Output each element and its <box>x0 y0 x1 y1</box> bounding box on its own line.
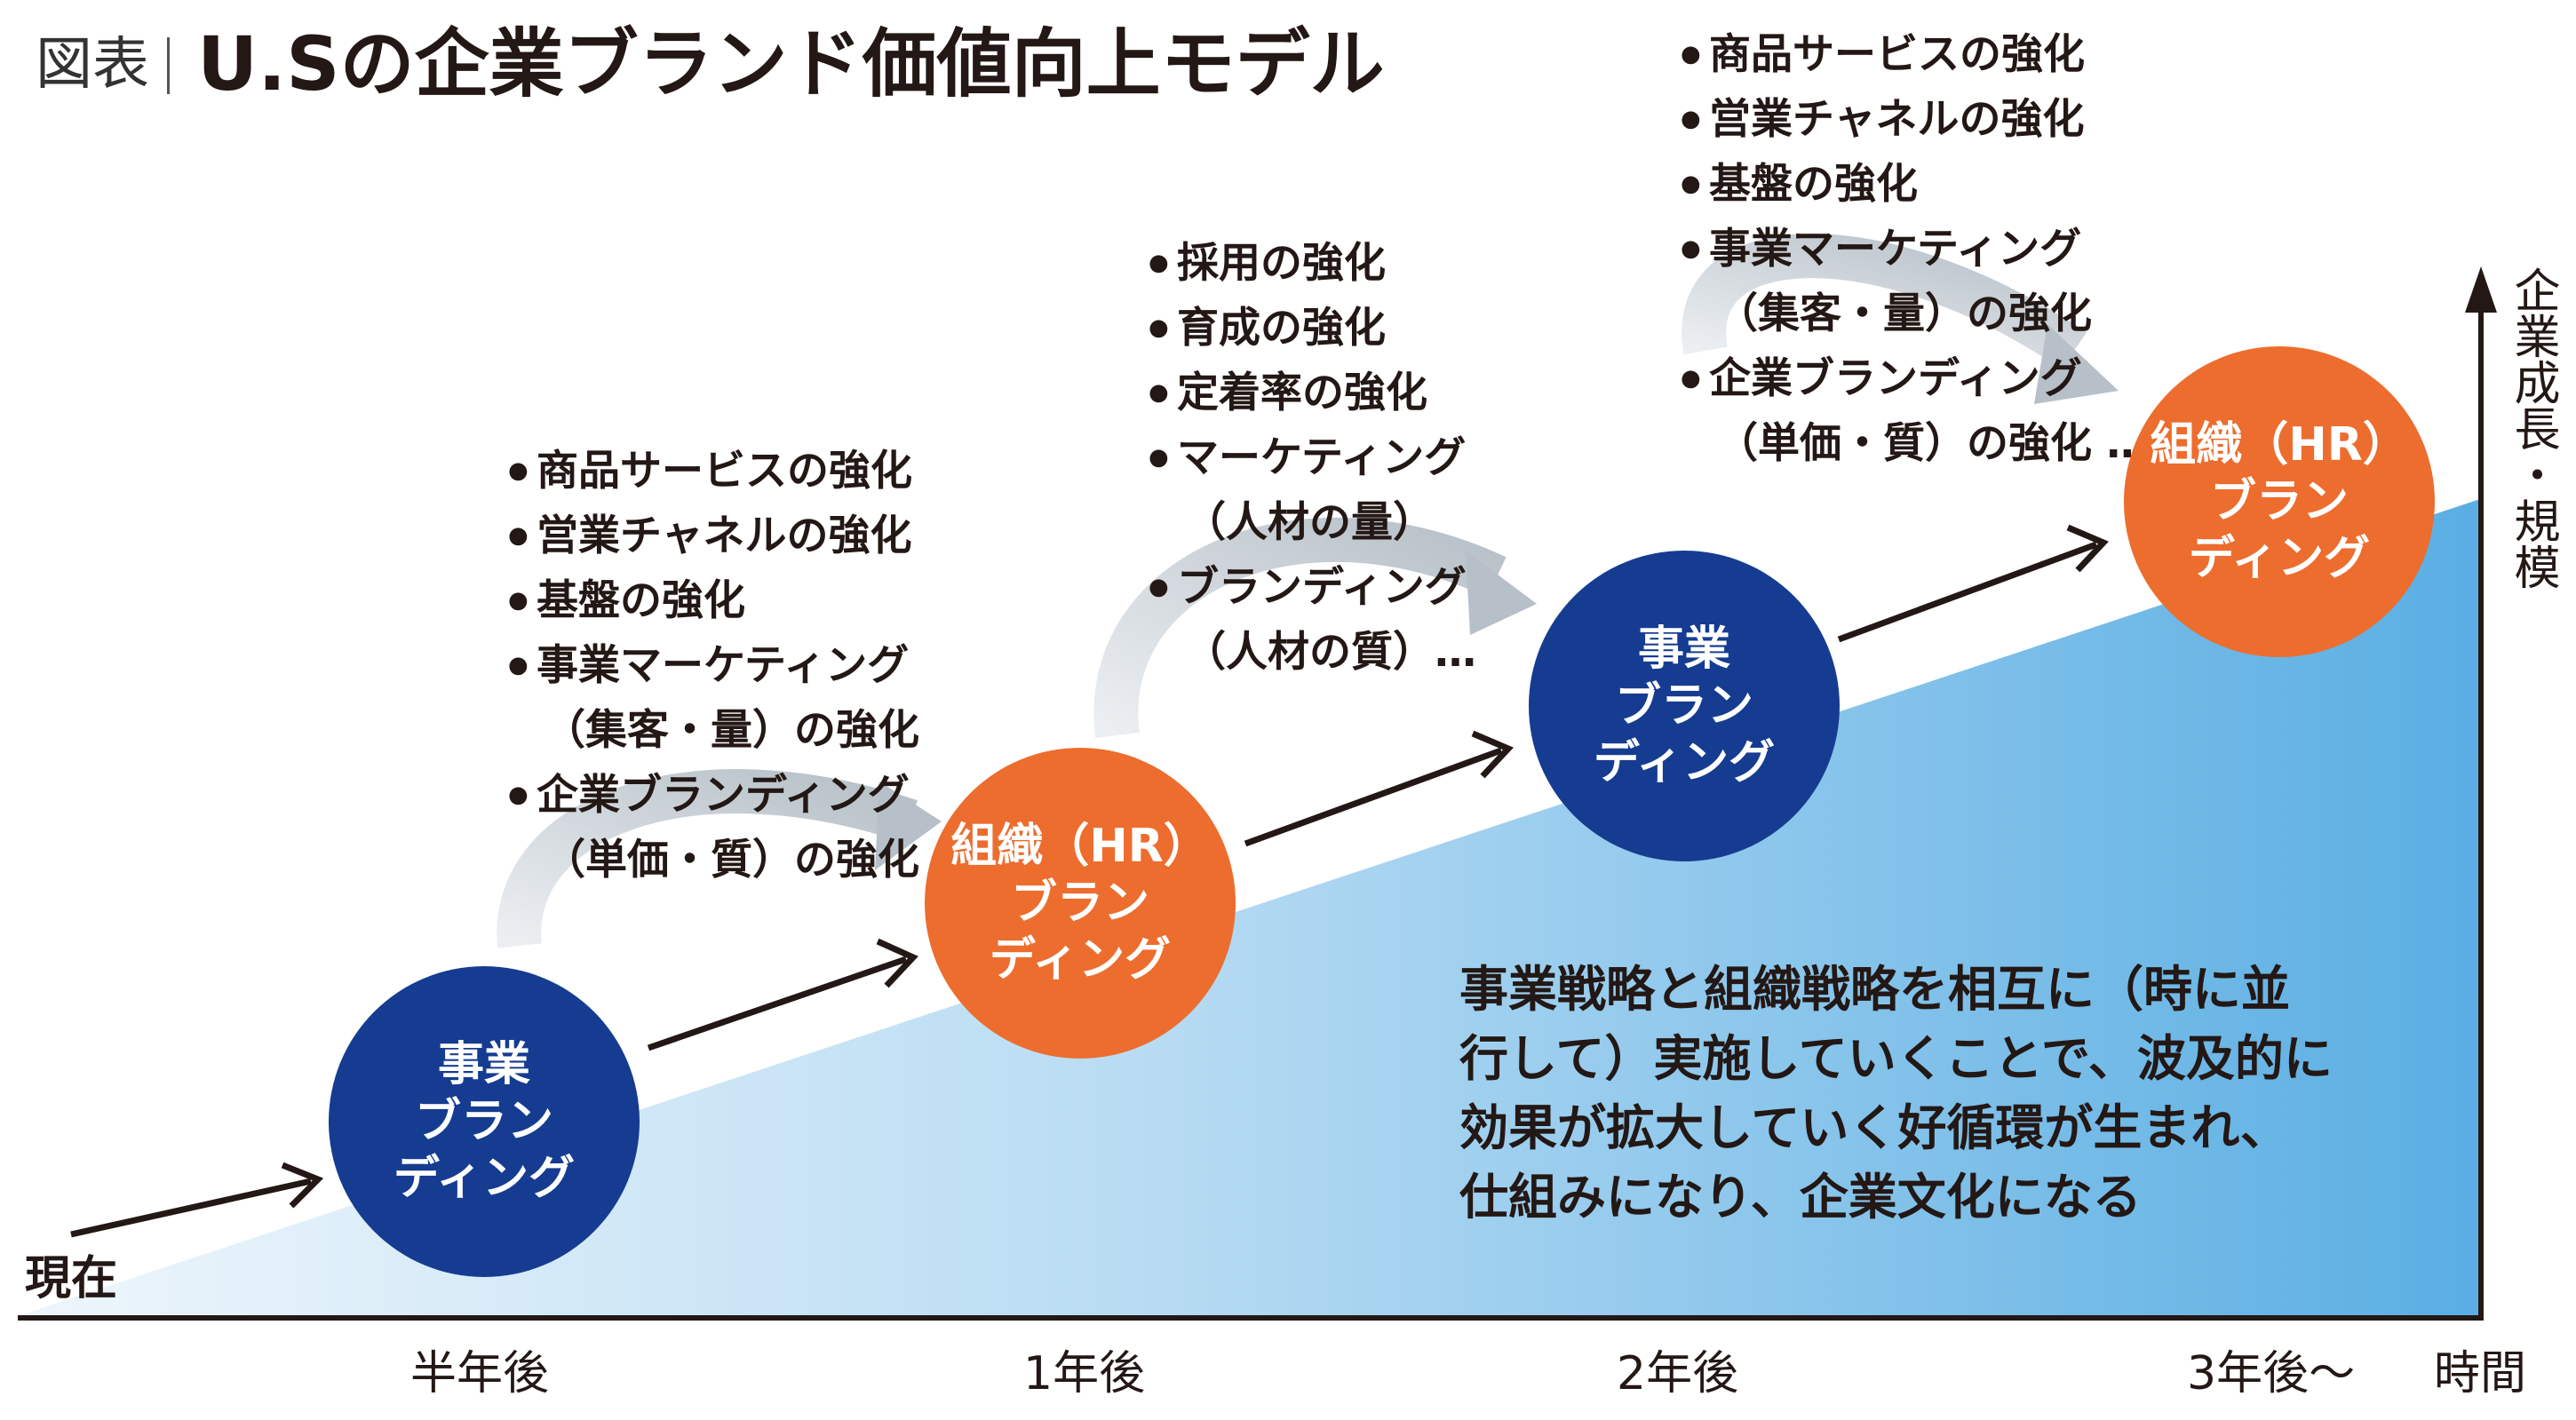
list-item: 商品サービスの強化 <box>508 439 975 504</box>
list-item: 事業マーケティング（集客・量）の強化 <box>508 633 975 763</box>
list-item: 企業ブランディング（単価・質）の強化 … <box>508 763 975 892</box>
list-item: 商品サービスの強化 <box>1681 22 2148 87</box>
y-axis-arrowhead <box>2465 266 2497 313</box>
list-item: 基盤の強化 <box>508 568 975 633</box>
list-item: 育成の強化 <box>1149 296 1476 361</box>
figure-label: 図表 <box>36 32 149 98</box>
stage-circle-business-2: 事業 ブラン ディング <box>1529 551 1840 861</box>
x-tick-label: 2年後 <box>1617 1347 1739 1400</box>
organization-measures-list: 採用の強化 育成の強化 定着率の強化 マーケティング（人材の量） ブランディング… <box>1149 231 1476 685</box>
progress-arrow-3 <box>1244 730 1514 847</box>
y-axis-label: 企業成長・規模 <box>2506 266 2559 590</box>
stage-circle-organization-1: 組織（HR） ブラン ディング <box>925 748 1236 1059</box>
x-axis-label: 時間 <box>2434 1347 2527 1400</box>
progress-arrow-4 <box>1837 524 2109 643</box>
list-item: 営業チャネルの強化 <box>1681 87 2148 152</box>
title-divider <box>167 37 170 94</box>
x-tick-label: 3年後〜 <box>2187 1347 2356 1400</box>
x-tick-label: 1年後 <box>1023 1347 1146 1400</box>
list-item: 営業チャネルの強化 <box>508 504 975 568</box>
summary-text: 事業戦略と組織戦略を相互に（時に並 行して）実施していくことで、波及的に 効果が… <box>1459 961 2333 1226</box>
list-item: 企業ブランディング（単価・質）の強化 … <box>1681 346 2148 476</box>
list-item: 定着率の強化 <box>1149 361 1476 425</box>
page-title: U.Sの企業ブランド価値向上モデル <box>197 20 1385 107</box>
list-item: 基盤の強化 <box>1681 152 2148 217</box>
stage-circle-business-1: 事業 ブラン ディング <box>329 966 640 1277</box>
business-measures-list-2: 商品サービスの強化 営業チャネルの強化 基盤の強化 事業マーケティング（集客・量… <box>1681 22 2148 476</box>
list-item: マーケティング（人材の量） <box>1149 425 1476 555</box>
stage-circle-organization-2: 組織（HR） ブラン ディング <box>2124 346 2435 657</box>
business-measures-list-1: 商品サービスの強化 営業チャネルの強化 基盤の強化 事業マーケティング（集客・量… <box>508 439 975 892</box>
x-tick-label: 半年後 <box>410 1347 550 1400</box>
start-label: 現在 <box>25 1252 118 1305</box>
progress-arrow-2 <box>647 938 918 1051</box>
list-item: ブランディング（人材の質）… <box>1149 555 1476 685</box>
list-item: 採用の強化 <box>1149 231 1476 296</box>
progress-arrow-1 <box>70 1162 324 1238</box>
list-item: 事業マーケティング（集客・量）の強化 <box>1681 217 2148 346</box>
